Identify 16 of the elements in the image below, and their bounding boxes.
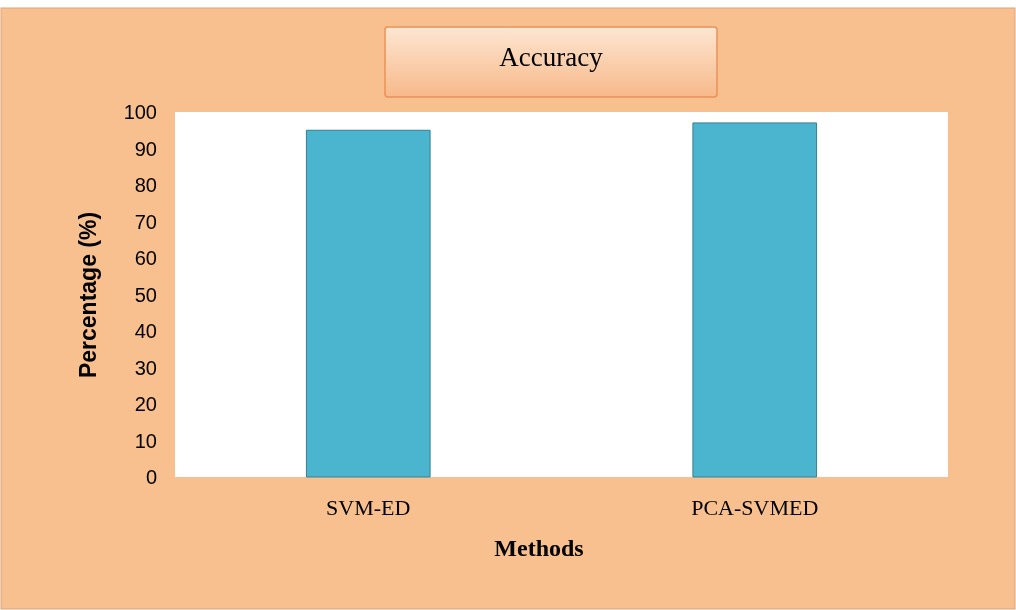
y-tick-label: 0	[145, 466, 157, 488]
y-tick-label: 50	[134, 283, 157, 306]
y-tick-label: 20	[134, 393, 157, 415]
y-tick-label: 80	[134, 174, 157, 196]
y-tick-label: 70	[134, 210, 157, 233]
chart-title: Accuracy	[499, 42, 603, 72]
y-tick-label: 40	[134, 320, 157, 342]
y-tick-label: 90	[134, 137, 157, 160]
y-tick-label: 10	[134, 429, 157, 452]
y-tick-label: 100	[123, 101, 157, 123]
x-category-label: SVM-ED	[326, 495, 411, 520]
x-category-label: PCA-SVMED	[691, 495, 819, 520]
x-axis-title: Methods	[494, 535, 584, 561]
y-axis-title: Percentage (%)	[75, 211, 101, 379]
y-tick-label: 30	[134, 356, 157, 379]
y-tick-label: 60	[134, 247, 157, 269]
